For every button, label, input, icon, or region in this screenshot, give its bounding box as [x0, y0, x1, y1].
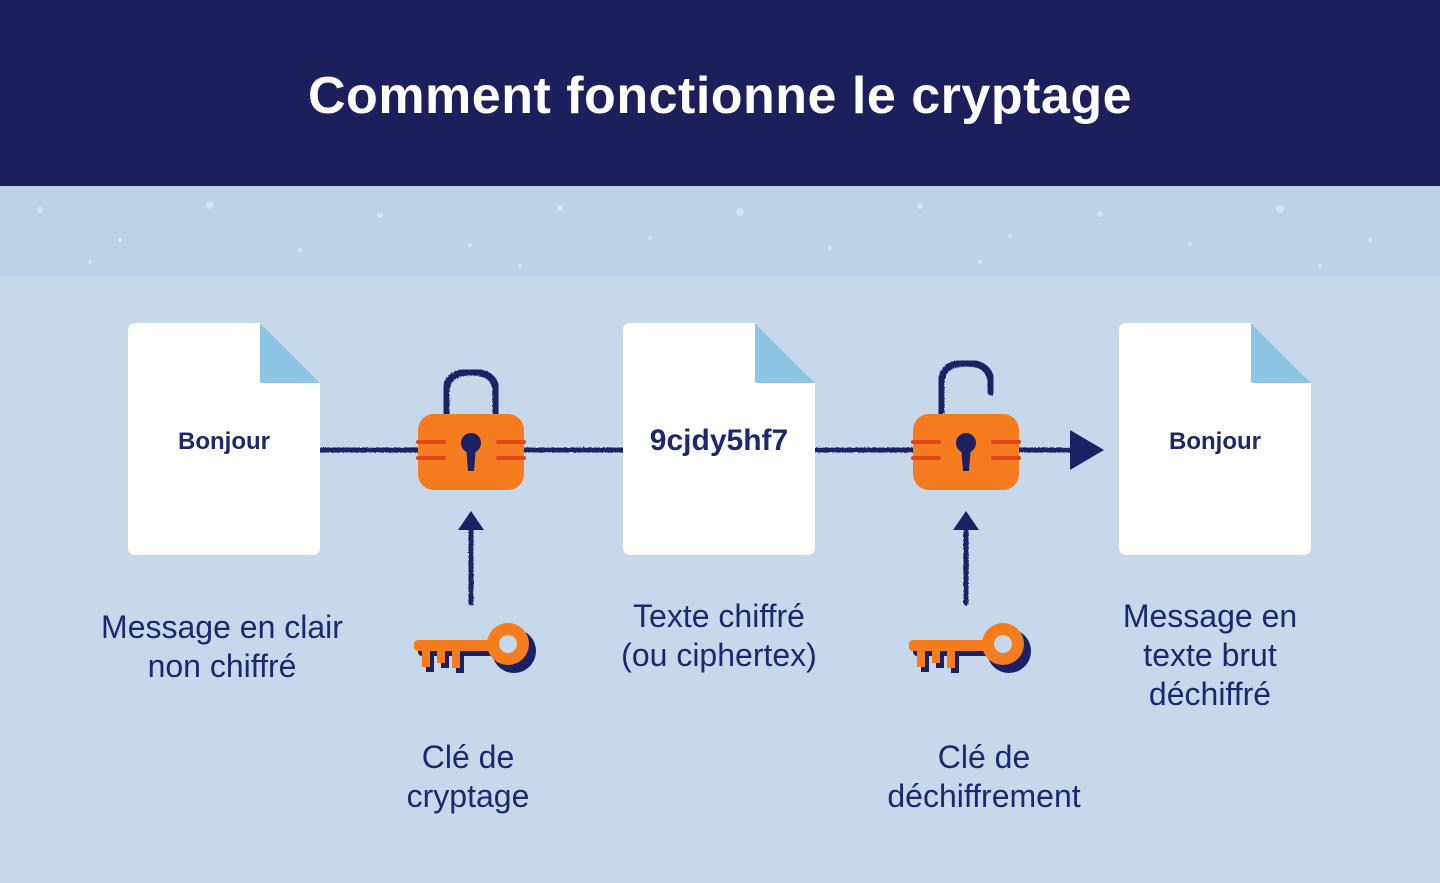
- caption-ciphertext: Texte chiffré (ou ciphertex): [621, 598, 817, 673]
- arrow-head-up-icon: [953, 511, 979, 530]
- padlock-locked-icon: [416, 368, 526, 490]
- texture-band: [0, 186, 1440, 276]
- caption-plaintext: Message en clair non chiffré: [101, 609, 343, 684]
- texture-speckles: [37, 201, 1372, 268]
- caption-encryption-key: Clé de cryptage: [406, 739, 530, 814]
- document-text-decrypted: Bonjour: [1169, 428, 1261, 455]
- document-icon: [1119, 323, 1311, 555]
- page-title: Comment fonctionne le cryptage: [308, 67, 1132, 125]
- document-icon: [623, 323, 815, 555]
- header-banner: [0, 0, 1440, 186]
- document-text-cipher: 9cjdy5hf7: [649, 424, 789, 457]
- key-icon: [414, 623, 536, 673]
- document-icon: [128, 323, 320, 555]
- caption-decrypted: Message en texte brut déchiffré: [1122, 598, 1298, 712]
- padlock-open-icon: [911, 359, 1021, 490]
- document-text-plain: Bonjour: [178, 428, 270, 455]
- arrow-head-right-icon: [1070, 430, 1104, 470]
- caption-decryption-key: Clé de déchiffrement: [887, 739, 1081, 814]
- key-icon: [909, 623, 1031, 673]
- arrow-head-up-icon: [458, 511, 484, 530]
